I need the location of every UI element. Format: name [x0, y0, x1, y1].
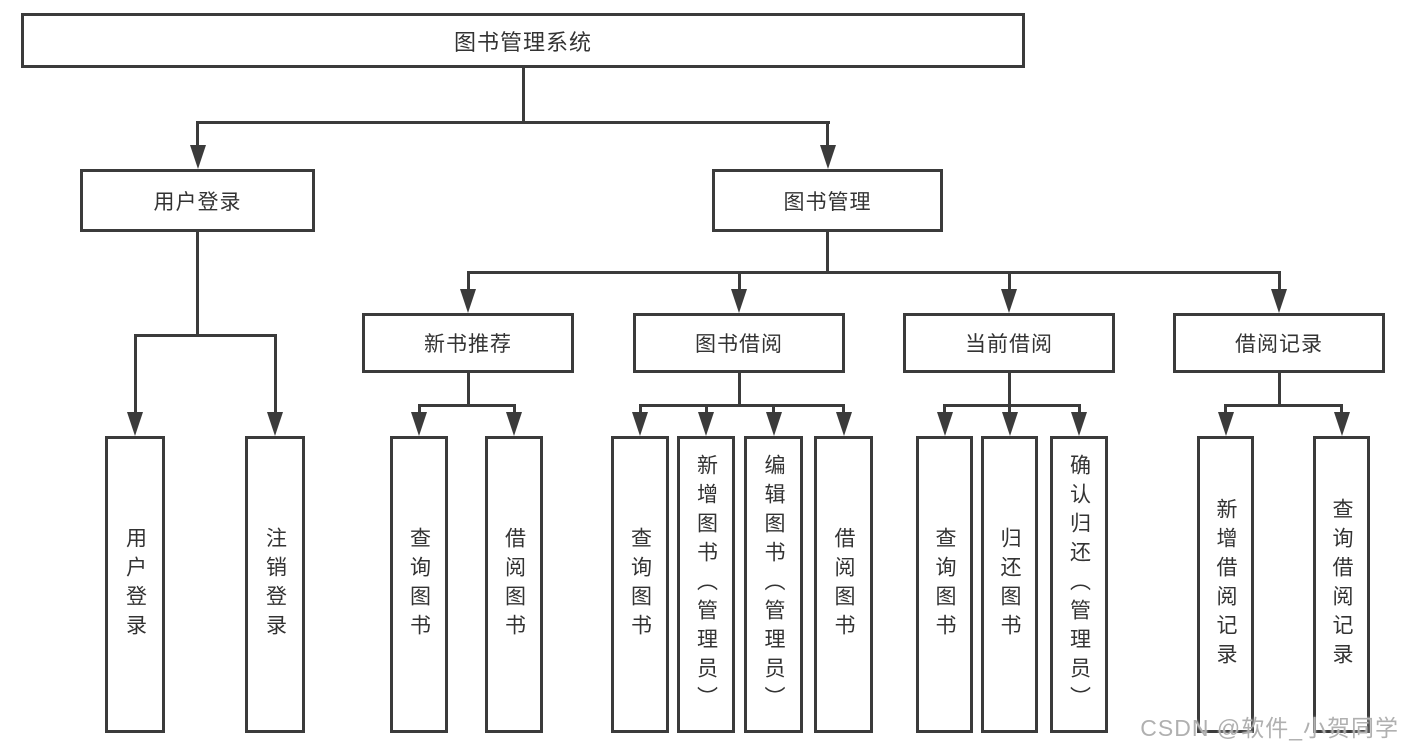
connector-to-leaf-user-login	[133, 335, 137, 415]
leaf-add-borrow-record: 新增借阅记录	[1197, 436, 1254, 733]
leaf-label: 查询图书	[407, 526, 431, 643]
connector-borrow-records-stem	[1277, 373, 1281, 406]
leaf-edit-books-admin: 编辑图书（管理员）	[744, 436, 803, 733]
arrow-down-icon	[632, 412, 648, 436]
leaf-query-books-current: 查询图书	[916, 436, 973, 733]
leaf-label: 新增借阅记录	[1214, 497, 1237, 672]
connector-to-new-book-recommend	[466, 272, 470, 291]
leaf-label: 归还图书	[998, 526, 1021, 643]
connector-root-bus	[196, 120, 830, 124]
connector-leaf-stub	[417, 405, 421, 414]
node-label: 新书推荐	[424, 333, 512, 356]
node-new-book-recommend: 新书推荐	[362, 313, 574, 373]
node-current-borrow: 当前借阅	[903, 313, 1115, 373]
leaf-label: 查询借阅记录	[1330, 497, 1353, 672]
node-label: 图书管理系统	[453, 29, 592, 55]
arrow-down-icon	[127, 412, 143, 436]
leaf-logout: 注销登录	[245, 436, 305, 733]
leaf-confirm-return-admin: 确认归还（管理员）	[1050, 436, 1108, 733]
leaf-borrow-books: 借阅图书	[814, 436, 873, 733]
connector-root-to-book-management	[826, 122, 829, 148]
arrow-down-icon	[1001, 289, 1017, 313]
connector-book-borrow-bus	[638, 403, 845, 407]
connector-leaf-stub	[1340, 405, 1343, 414]
connector-book-management-bus	[466, 270, 1281, 274]
connector-book-borrow-stem	[737, 373, 741, 406]
connector-root-stem	[521, 68, 525, 122]
leaf-label: 借阅图书	[832, 526, 855, 643]
leaf-label: 注销登录	[263, 526, 287, 643]
connector-to-borrow-records	[1277, 272, 1281, 291]
connector-leaf-stub	[943, 405, 946, 414]
arrow-down-icon	[936, 412, 953, 436]
leaf-label: 确认归还（管理员）	[1067, 454, 1091, 715]
node-borrow-records: 借阅记录	[1173, 313, 1385, 373]
leaf-borrow-books-recommend: 借阅图书	[485, 436, 543, 733]
connector-leaf-stub	[512, 405, 516, 414]
leaf-label: 借阅图书	[502, 526, 526, 643]
arrow-down-icon	[765, 412, 782, 436]
arrow-down-icon	[506, 412, 522, 436]
connector-to-leaf-logout	[273, 335, 277, 415]
arrow-down-icon	[731, 289, 747, 313]
arrow-down-icon	[1271, 289, 1287, 313]
leaf-label: 用户登录	[123, 526, 147, 643]
connector-user-login-bus	[133, 333, 277, 337]
arrow-down-icon	[698, 412, 714, 436]
connector-leaf-stub	[704, 405, 708, 414]
arrow-down-icon	[411, 412, 427, 436]
arrow-down-icon	[835, 412, 852, 436]
connector-leaf-stub	[1077, 405, 1081, 414]
node-label: 图书借阅	[695, 333, 783, 356]
connector-new-book-bus	[417, 403, 516, 407]
leaf-query-books-recommend: 查询图书	[390, 436, 448, 733]
leaf-add-books-admin: 新增图书（管理员）	[677, 436, 735, 733]
connector-leaf-stub	[1224, 405, 1227, 414]
leaf-user-login: 用户登录	[105, 436, 165, 733]
arrow-down-icon	[819, 145, 836, 169]
connector-book-management-stem	[826, 232, 829, 272]
arrow-down-icon	[460, 289, 476, 313]
connector-root-to-user-login	[196, 122, 199, 148]
connector-current-borrow-stem	[1007, 373, 1011, 406]
connector-to-current-borrow	[1007, 272, 1011, 291]
arrow-down-icon	[189, 145, 206, 169]
arrow-down-icon	[1001, 412, 1018, 436]
node-label: 图书管理	[783, 190, 872, 214]
connector-user-login-stem	[196, 232, 199, 335]
node-book-borrow: 图书借阅	[633, 313, 845, 373]
connector-to-book-borrow	[737, 272, 741, 291]
connector-borrow-records-bus	[1224, 403, 1343, 407]
watermark: CSDN @软件_小贺同学	[1140, 715, 1399, 741]
node-label: 借阅记录	[1235, 333, 1323, 356]
arrow-down-icon	[1333, 412, 1350, 436]
node-library-management-system: 图书管理系统	[21, 13, 1025, 68]
node-book-management: 图书管理	[712, 169, 943, 232]
leaf-label: 新增图书（管理员）	[694, 454, 718, 715]
leaf-label: 编辑图书（管理员）	[762, 454, 785, 715]
connector-new-book-stem	[466, 373, 470, 406]
node-user-login: 用户登录	[80, 169, 315, 232]
leaf-label: 查询图书	[933, 526, 956, 643]
node-label: 用户登录	[153, 190, 242, 214]
leaf-label: 查询图书	[628, 526, 652, 643]
leaf-return-books: 归还图书	[981, 436, 1038, 733]
connector-current-borrow-bus	[943, 403, 1081, 407]
connector-leaf-stub	[638, 405, 642, 414]
arrow-down-icon	[1071, 412, 1087, 436]
connector-leaf-stub	[772, 405, 775, 414]
leaf-query-books-borrow: 查询图书	[611, 436, 669, 733]
connector-leaf-stub	[842, 405, 845, 414]
arrow-down-icon	[267, 412, 283, 436]
connector-leaf-stub	[1008, 405, 1011, 414]
leaf-query-borrow-record: 查询借阅记录	[1313, 436, 1370, 733]
node-label: 当前借阅	[965, 333, 1053, 356]
arrow-down-icon	[1217, 412, 1234, 436]
